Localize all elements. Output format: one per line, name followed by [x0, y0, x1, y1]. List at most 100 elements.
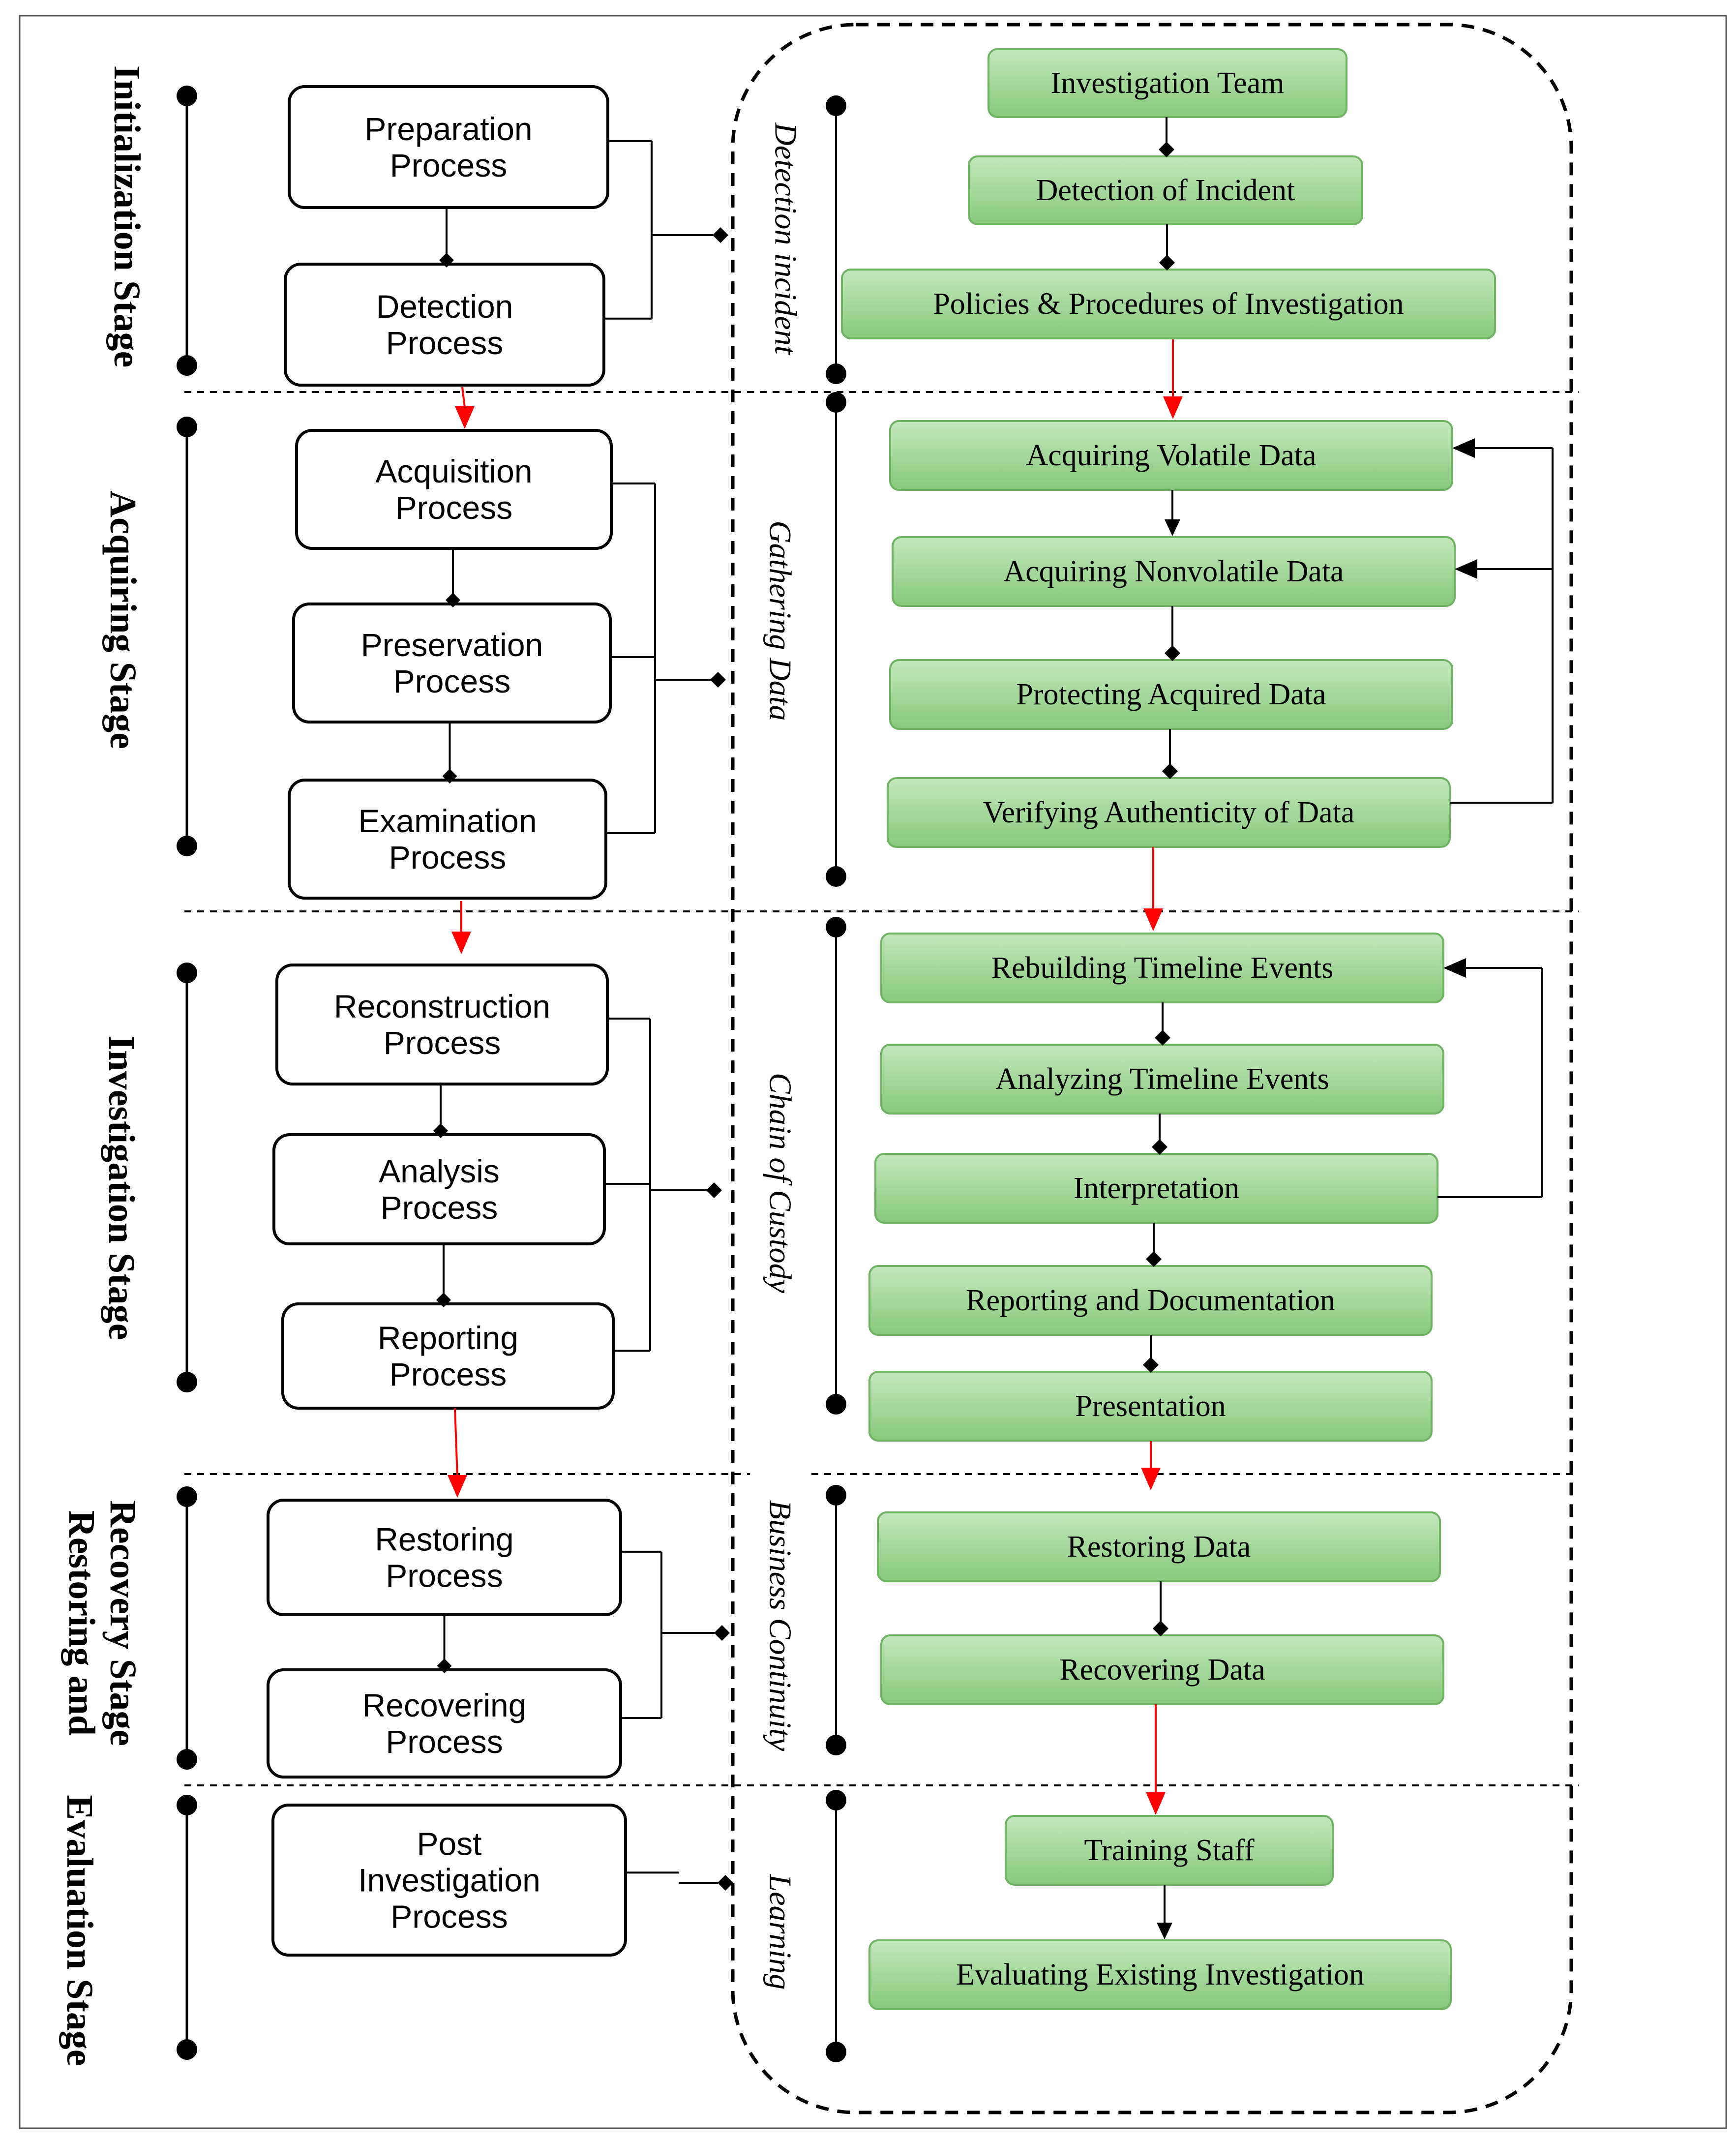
- timeline-dot: [826, 866, 846, 887]
- step-box: [841, 269, 1496, 339]
- red-flow-arrow-head: [1163, 396, 1183, 419]
- svg-text:Learning: Learning: [763, 1874, 798, 1990]
- step-label: Reporting and Documentation: [966, 1284, 1335, 1317]
- timeline-dot: [826, 95, 846, 116]
- red-flow-arrow-head: [451, 932, 471, 954]
- timeline-dot: [177, 2039, 197, 2060]
- step-label: Investigation Team: [1051, 66, 1285, 100]
- bracket-diamond: [710, 672, 726, 688]
- timeline-dot: [826, 363, 846, 384]
- step-box: [874, 1153, 1438, 1224]
- svg-text:Gathering Data: Gathering Data: [763, 520, 798, 721]
- red-flow-arrow-head: [455, 406, 475, 429]
- step-label: Rebuilding Timeline Events: [991, 951, 1334, 985]
- step-label: Training Staff: [1084, 1834, 1255, 1867]
- step-connector-diamond: [1155, 1030, 1170, 1046]
- stage-separators: [184, 391, 1579, 1786]
- svg-text:Evaluation Stage: Evaluation Stage: [59, 1795, 100, 2066]
- step-connector-diamond: [1146, 1251, 1162, 1267]
- timeline-dot: [177, 355, 197, 376]
- red-flow-arrow-line: [461, 387, 466, 408]
- step-box: [877, 1511, 1441, 1582]
- phase-label: Gathering Data: [763, 520, 798, 721]
- stage-title: Acquiring Stage: [102, 490, 144, 749]
- step-box: [892, 536, 1456, 607]
- timeline-dot: [177, 86, 197, 106]
- bracket-diamond: [714, 1625, 730, 1641]
- svg-text:Business Continuity: Business Continuity: [763, 1500, 798, 1751]
- step-arrow-head: [1157, 1923, 1172, 1939]
- step-label: Detection of Incident: [1036, 174, 1295, 207]
- red-flow-arrow-head: [448, 1475, 467, 1498]
- svg-text:Detection incident: Detection incident: [769, 122, 804, 356]
- timeline-dot: [177, 417, 197, 437]
- red-flow-arrow-line: [454, 1408, 458, 1477]
- step-connector-diamond: [1162, 763, 1178, 779]
- step-label: Policies & Procedures of Investigation: [933, 287, 1404, 321]
- step-box: [1005, 1815, 1334, 1886]
- step-label: Recovering Data: [1059, 1653, 1265, 1687]
- step-label: Interpretation: [1074, 1172, 1239, 1205]
- svg-text:Restoring andRecovery Stage: Restoring andRecovery Stage: [61, 1500, 144, 1746]
- process-connector-diamond: [436, 1293, 451, 1307]
- step-label: Acquiring Volatile Data: [1026, 439, 1316, 472]
- bracket-diamond: [718, 1875, 733, 1891]
- process-connector-diamond: [442, 769, 457, 784]
- timeline-dot: [826, 1735, 846, 1755]
- step-label: Evaluating Existing Investigation: [956, 1958, 1364, 1991]
- step-connector-diamond: [1143, 1357, 1159, 1373]
- step-connector-diamond: [1152, 1139, 1167, 1155]
- feedback-arrow-head: [1452, 438, 1475, 458]
- bracket-diamond: [706, 1182, 722, 1198]
- outer-frame: [19, 15, 1727, 2129]
- feedback-arrow-head: [1455, 559, 1477, 579]
- stage-title: Investigation Stage: [101, 1036, 142, 1340]
- step-connector-diamond: [1159, 255, 1175, 271]
- stage-title: Restoring andRecovery Stage: [61, 1500, 144, 1746]
- red-flow-arrow-head: [1143, 908, 1163, 931]
- step-label: Verifying Authenticity of Data: [983, 796, 1355, 829]
- step-box: [889, 420, 1453, 491]
- phase-label: Learning: [763, 1874, 798, 1990]
- timeline-dot: [177, 1372, 197, 1392]
- phase-label: Chain of Custody: [763, 1073, 798, 1294]
- step-connector-diamond: [1159, 142, 1174, 157]
- stage-title: Initialization Stage: [106, 65, 148, 367]
- timeline-dot: [826, 1790, 846, 1810]
- timeline-dot: [177, 963, 197, 983]
- step-arrow-head: [1165, 519, 1180, 536]
- timeline-dot: [177, 1795, 197, 1815]
- process-box: [275, 964, 609, 1086]
- timeline-dot: [826, 1485, 846, 1506]
- process-box: [271, 1804, 627, 1957]
- phase-label: Detection incident: [769, 122, 804, 356]
- dashed-container: [731, 23, 1573, 2114]
- step-label: Analyzing Timeline Events: [995, 1062, 1329, 1096]
- process-box: [281, 1302, 615, 1410]
- stage-title: Evaluation Stage: [59, 1795, 100, 2066]
- timeline-dot: [826, 1394, 846, 1415]
- process-connector-diamond: [437, 1659, 452, 1673]
- step-label: Presentation: [1075, 1389, 1226, 1423]
- step-connector-diamond: [1165, 645, 1180, 661]
- timeline-dot: [177, 1749, 197, 1770]
- timeline-dot: [177, 1486, 197, 1507]
- feedback-arrow-head: [1443, 958, 1466, 978]
- svg-text:Initialization Stage: Initialization Stage: [106, 65, 148, 367]
- timeline-dot: [826, 392, 846, 413]
- step-connector-diamond: [1153, 1621, 1168, 1636]
- svg-text:Acquiring Stage: Acquiring Stage: [102, 490, 144, 749]
- timeline-dot: [826, 917, 846, 937]
- svg-text:Chain of Custody: Chain of Custody: [763, 1073, 798, 1294]
- red-flow-arrow-head: [1146, 1792, 1166, 1815]
